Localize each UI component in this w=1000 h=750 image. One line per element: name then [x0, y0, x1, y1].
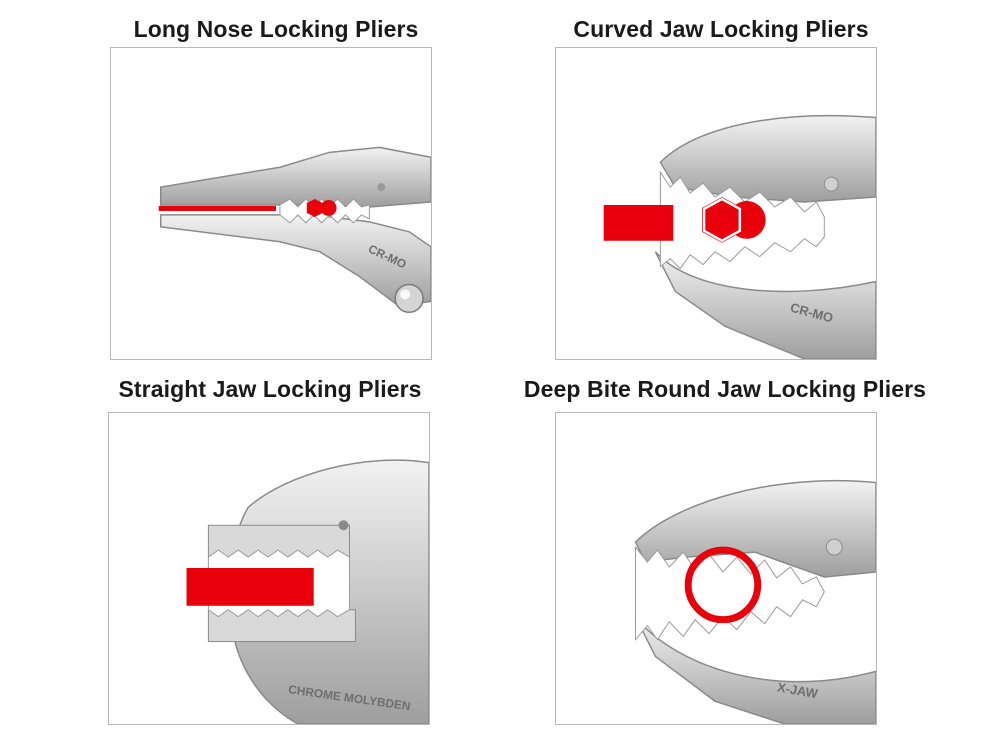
hex-nut-icon: [306, 199, 323, 217]
panel-deep-bite: X-JAW: [555, 412, 877, 725]
curved-jaw-pliers-illustration: CR-MO: [603, 115, 876, 359]
panel-straight-jaw: CHROME MOLYBDEN: [108, 412, 430, 725]
panel-title-long-nose: Long Nose Locking Pliers: [133, 16, 419, 42]
panel-curved-jaw: CR-MO: [555, 47, 877, 360]
long-nose-pliers-illustration: CR-MO: [158, 146, 431, 314]
round-stock-icon: [320, 200, 337, 216]
flat-bar-icon: [186, 568, 314, 606]
straight-jaw-pliers-illustration: CHROME MOLYBDEN: [186, 459, 429, 724]
flat-bar-icon: [603, 204, 674, 241]
panel-long-nose: CR-MO: [110, 47, 432, 360]
round-stock-icon: [727, 201, 766, 239]
panel-title-curved-jaw: Curved Jaw Locking Pliers: [573, 16, 869, 42]
ring-icon: [684, 546, 762, 624]
deep-bite-pliers-illustration: X-JAW: [634, 479, 876, 724]
line-stock-icon: [158, 205, 276, 211]
panel-title-straight-jaw: Straight Jaw Locking Pliers: [118, 376, 422, 402]
panel-title-deep-bite: Deep Bite Round Jaw Locking Pliers: [523, 376, 927, 402]
stamp-x-jaw: X-JAW: [776, 679, 820, 701]
